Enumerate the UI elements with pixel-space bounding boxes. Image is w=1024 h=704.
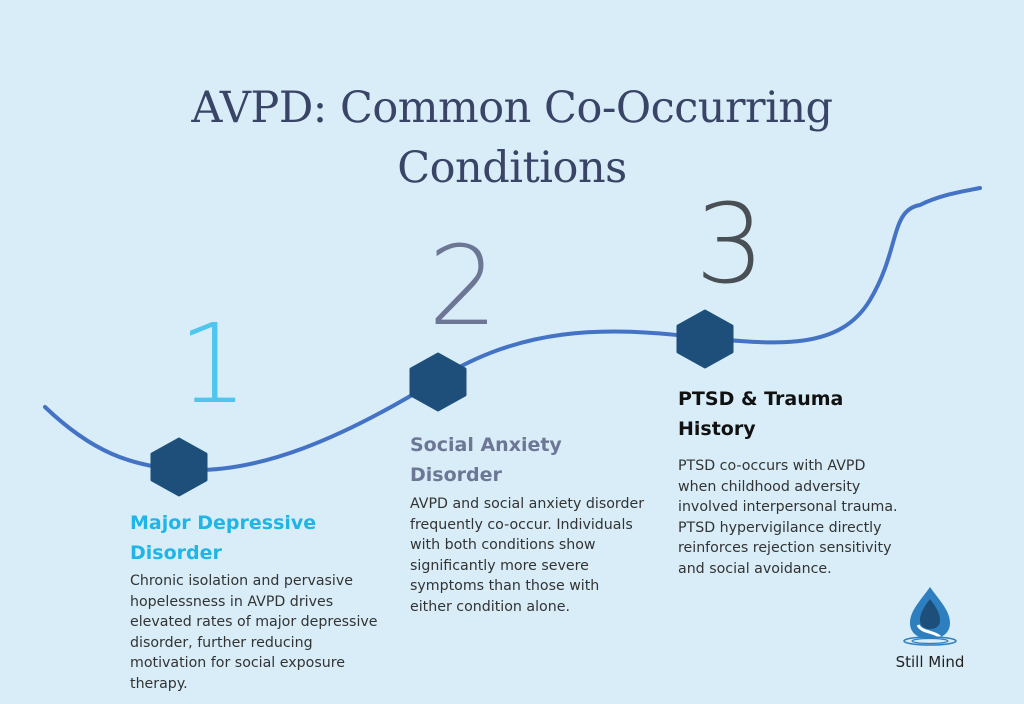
step-number-1: 1 xyxy=(178,300,248,428)
heading-line: Major Depressive xyxy=(130,512,317,534)
heading-line: Disorder xyxy=(130,542,222,564)
page-title: AVPD: Common Co-Occurring Conditions xyxy=(0,78,1024,198)
step-1-body: Chronic isolation and pervasive hopeless… xyxy=(130,573,378,692)
heading-line: Social Anxiety xyxy=(410,434,562,456)
hexagon-marker-3 xyxy=(676,309,734,369)
hexagon-marker-2 xyxy=(409,352,467,412)
hexagon-marker-1 xyxy=(150,437,208,497)
step-number-2: 2 xyxy=(428,222,498,350)
step-2-body: AVPD and social anxiety disorder frequen… xyxy=(410,496,645,615)
heading-line: Disorder xyxy=(410,464,502,486)
title-line-1: AVPD: Common Co-Occurring xyxy=(191,83,833,133)
step-3-body: PTSD co-occurs with AVPD when childhood … xyxy=(678,458,898,577)
water-drop-icon xyxy=(903,587,957,646)
heading-line: PTSD & Trauma xyxy=(678,388,844,410)
step-2-heading: Social Anxiety Disorder xyxy=(410,430,562,490)
brand-logo: Still Mind xyxy=(885,585,975,671)
heading-line: History xyxy=(678,418,756,440)
title-line-2: Conditions xyxy=(397,143,627,193)
step-number-3: 3 xyxy=(695,180,765,308)
logo-text: Still Mind xyxy=(895,653,965,671)
step-3-heading: PTSD & Trauma History xyxy=(678,384,843,444)
step-1-heading: Major Depressive Disorder xyxy=(130,508,316,568)
